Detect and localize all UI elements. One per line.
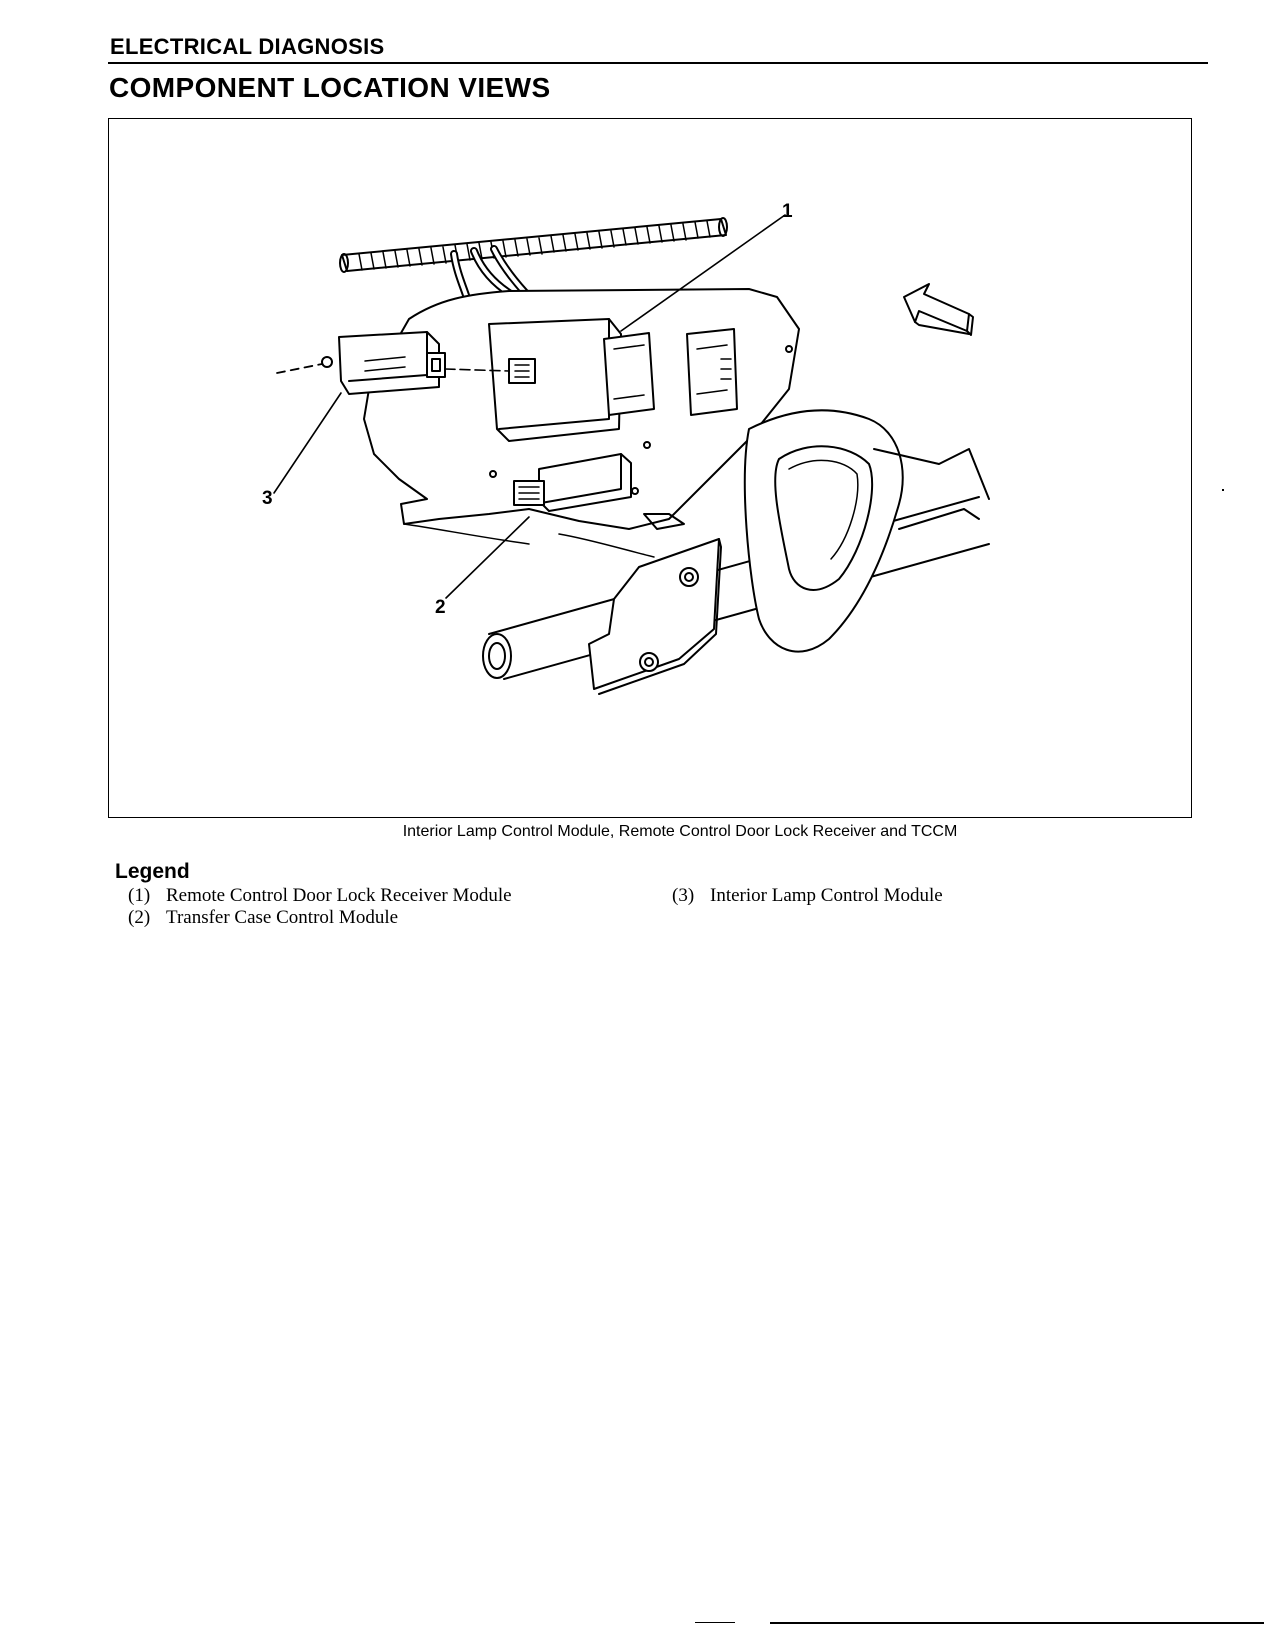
legend-item-number: (2) [128, 907, 151, 928]
figure-caption: Interior Lamp Control Module, Remote Con… [402, 823, 958, 840]
header-rule [108, 62, 1208, 64]
component-location-illustration: 1 3 2 [108, 118, 1192, 818]
view-direction-arrow-icon [903, 283, 974, 336]
footer-rule [770, 1622, 1264, 1624]
column-bracket [558, 533, 722, 695]
scan-speck [1222, 489, 1224, 491]
legend-item-text: Transfer Case Control Module [166, 907, 399, 928]
section-heading: ELECTRICAL DIAGNOSIS [110, 34, 385, 59]
legend-item: (1) Remote Control Door Lock Receiver Mod… [128, 885, 512, 907]
legend-item-number: (1) [128, 885, 151, 906]
steering-column [482, 409, 990, 680]
interior-lamp-control-module [276, 331, 446, 395]
legend-item-text: Remote Control Door Lock Receiver Module [166, 885, 512, 906]
wiring-harness-conduit [339, 217, 728, 273]
legend-item: (2) Transfer Case Control Module [128, 907, 398, 929]
callout-2-label: 2 [435, 597, 446, 618]
transfer-case-control-module [513, 453, 632, 512]
page-title: COMPONENT LOCATION VIEWS [109, 72, 551, 103]
legend-item-number: (3) [672, 885, 695, 906]
legend-title: Legend [115, 860, 190, 883]
dash-trim [403, 523, 530, 545]
illustration-drawing: 1 3 2 [262, 201, 990, 695]
callout-leaders [273, 214, 786, 599]
door-lock-receiver-module [444, 318, 738, 442]
footer-rule-short [695, 1622, 735, 1623]
legend-item-text: Interior Lamp Control Module [710, 885, 943, 906]
callout-3-label: 3 [262, 488, 273, 509]
callout-1-label: 1 [782, 201, 793, 222]
legend-item: (3) Interior Lamp Control Module [672, 885, 943, 907]
